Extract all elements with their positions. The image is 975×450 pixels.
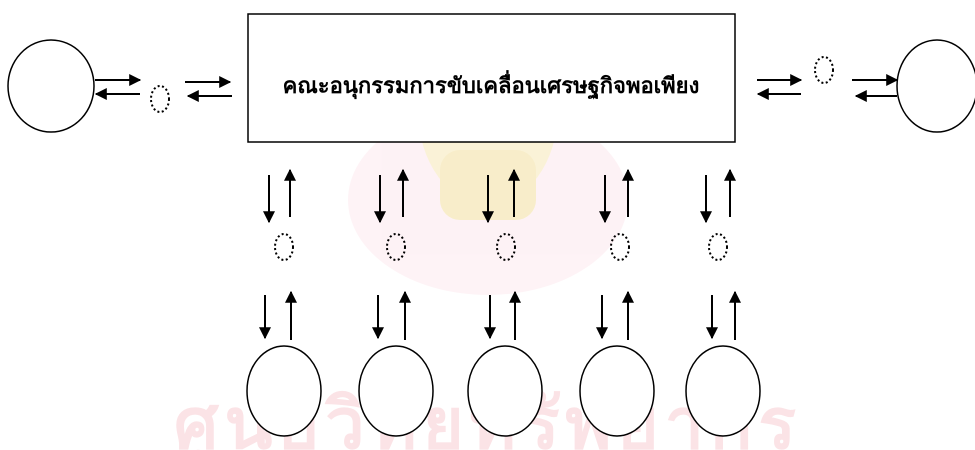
branch-4 [579,168,655,437]
branch-2-node [358,345,434,437]
branch-3 [467,168,543,437]
branch-1-intermediate-node [274,233,294,261]
right-connector-arrows [756,74,899,102]
committee-box [247,13,736,143]
branch-1 [246,168,322,437]
right-external-node [896,39,975,133]
branch-5-intermediate-node [708,233,728,261]
committee-label: คณะอนุกรรมการขับเคลื่อนเศรษฐกิจพอเพียง [283,69,700,100]
branch-4-node [579,345,655,437]
branch-5 [685,168,761,437]
branch-2 [358,168,434,437]
branch-5-node [685,345,761,437]
right-intermediate-node [814,56,834,84]
left-intermediate-node [150,85,170,113]
branch-3-intermediate-node [496,233,516,261]
left-connector-arrows [94,74,232,102]
branch-3-node [467,345,543,437]
branch-1-node [246,345,322,437]
left-external-node [7,39,95,133]
branch-4-intermediate-node [610,233,630,261]
branch-2-intermediate-node [386,233,406,261]
